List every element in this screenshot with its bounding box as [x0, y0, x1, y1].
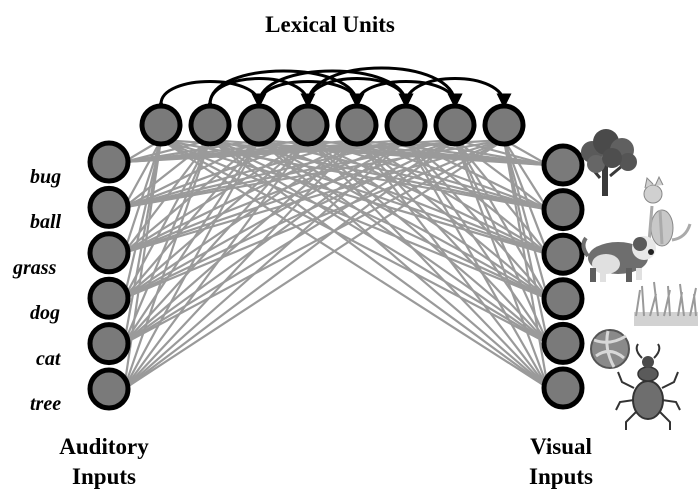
auditory-node-ball [87, 185, 131, 229]
diagram-title: Lexical Units [265, 12, 395, 37]
connection-lexical-5-auditory-tree [123, 139, 358, 390]
visual-node-tree [541, 143, 585, 187]
lexical-unit-node-7 [433, 103, 477, 147]
connection-lexical-4-visual-5 [307, 139, 549, 345]
connection-lexical-5-auditory-grass [123, 139, 358, 254]
connection-lexical-6-visual-5 [405, 139, 549, 345]
connection-lexical-2-auditory-cat [122, 139, 212, 345]
connection-lexical-6-visual-6 [405, 139, 549, 389]
connection-lexical-2-auditory-bug [123, 138, 211, 164]
connection-lexical-4-auditory-grass [123, 139, 309, 254]
connection-lexical-8-auditory-grass [123, 138, 505, 254]
connection-lexical-4-visual-2 [307, 138, 549, 211]
word-label-cat: cat [36, 348, 62, 370]
connection-lexical-5-visual-3 [356, 139, 549, 256]
connection-lexical-4-visual-4 [307, 139, 549, 300]
connection-lexical-3-visual-6 [258, 139, 549, 389]
lexical-unit-node-3 [237, 103, 281, 147]
connection-lexical-1-visual-3 [160, 138, 549, 256]
connection-lexical-6-auditory-cat [123, 139, 407, 345]
visual-inputs-label-line2: Inputs [529, 464, 593, 489]
connection-lexical-7-visual-6 [453, 139, 550, 389]
word-label-ball: ball [30, 211, 62, 233]
connection-lexical-4-auditory-dog [123, 139, 309, 300]
auditory-inputs-label-line2: Inputs [72, 464, 136, 489]
visual-node-grass [541, 277, 585, 321]
word-label-bug: bug [30, 166, 61, 188]
lexical-unit-node-4 [286, 103, 330, 147]
auditory-word-labels: bug ball grass dog cat tree [12, 166, 62, 415]
connection-lexical-3-visual-3 [258, 138, 549, 256]
connection-lexical-7-auditory-cat [123, 139, 456, 345]
grass-picture [634, 281, 698, 326]
visual-node-dog [541, 232, 585, 276]
connection-lexical-4-auditory-cat [123, 139, 309, 345]
auditory-node-grass [87, 231, 131, 275]
connection-lexical-8-auditory-ball [123, 138, 505, 209]
lexical-unit-node-5 [335, 103, 379, 147]
connection-lexical-7-visual-1 [454, 138, 549, 167]
connection-lexical-8-visual-4 [502, 139, 550, 300]
connection-lines [122, 138, 550, 390]
connection-lexical-8-auditory-bug [123, 138, 505, 164]
connection-lexical-4-visual-3 [307, 139, 549, 256]
connection-lexical-1-visual-5 [160, 139, 549, 345]
connection-lexical-8-visual-6 [502, 139, 550, 389]
lateral-arrow-3-6 [251, 69, 414, 115]
connection-lexical-7-visual-2 [454, 139, 549, 211]
auditory-node-tree [87, 367, 131, 411]
connection-lexical-8-visual-5 [502, 139, 550, 344]
word-label-dog: dog [30, 302, 60, 324]
visual-node-bug [541, 366, 585, 410]
word-label-tree: tree [30, 393, 61, 415]
ball-picture [590, 329, 630, 369]
connection-lexical-2-auditory-dog [123, 139, 211, 299]
lexical-units-layer [139, 103, 526, 147]
lateral-arrows [153, 66, 512, 115]
connection-lexical-8-visual-3 [502, 139, 550, 255]
connection-lexical-3-visual-4 [258, 139, 549, 300]
connection-lexical-7-auditory-ball [123, 138, 456, 209]
connection-lexical-8-auditory-tree [123, 139, 505, 390]
lateral-arrow-4-7 [300, 66, 463, 115]
connection-lexical-1-visual-6 [160, 139, 549, 389]
word-label-grass: grass [12, 257, 57, 279]
visual-node-ball [541, 321, 585, 365]
lexical-unit-node-8 [482, 103, 526, 147]
cat-picture [643, 175, 692, 247]
auditory-inputs-label-line1: Auditory [59, 434, 149, 459]
connection-lexical-7-visual-5 [453, 139, 550, 344]
lateral-arrow-2-5 [202, 69, 365, 115]
lexical-unit-node-1 [139, 103, 183, 147]
connection-lexical-6-auditory-ball [123, 138, 407, 209]
connection-lexical-8-visual-2 [503, 139, 549, 211]
dog-picture [581, 236, 656, 282]
visual-inputs-layer [541, 143, 585, 410]
connection-lexical-6-auditory-tree [123, 139, 407, 390]
connection-lexical-1-auditory-ball [123, 139, 162, 208]
connection-lexical-3-auditory-tree [123, 139, 260, 390]
lexical-unit-node-6 [384, 103, 428, 147]
connection-lexical-1-auditory-dog [122, 139, 163, 299]
auditory-inputs-layer [87, 140, 131, 411]
auditory-node-bug [87, 140, 131, 184]
connection-lexical-8-auditory-dog [123, 138, 505, 300]
connection-lexical-6-visual-4 [405, 139, 549, 300]
auditory-node-cat [87, 322, 131, 366]
visual-inputs-label-line1: Visual [530, 434, 592, 459]
connection-lexical-7-auditory-dog [123, 139, 456, 300]
lexical-unit-node-2 [188, 103, 232, 147]
visual-node-cat [541, 188, 585, 232]
tree-picture [581, 129, 637, 196]
connection-lexical-8-auditory-cat [123, 139, 505, 345]
auditory-node-dog [87, 276, 131, 320]
connection-lexical-7-auditory-tree [123, 139, 456, 390]
bug-picture [615, 343, 681, 430]
